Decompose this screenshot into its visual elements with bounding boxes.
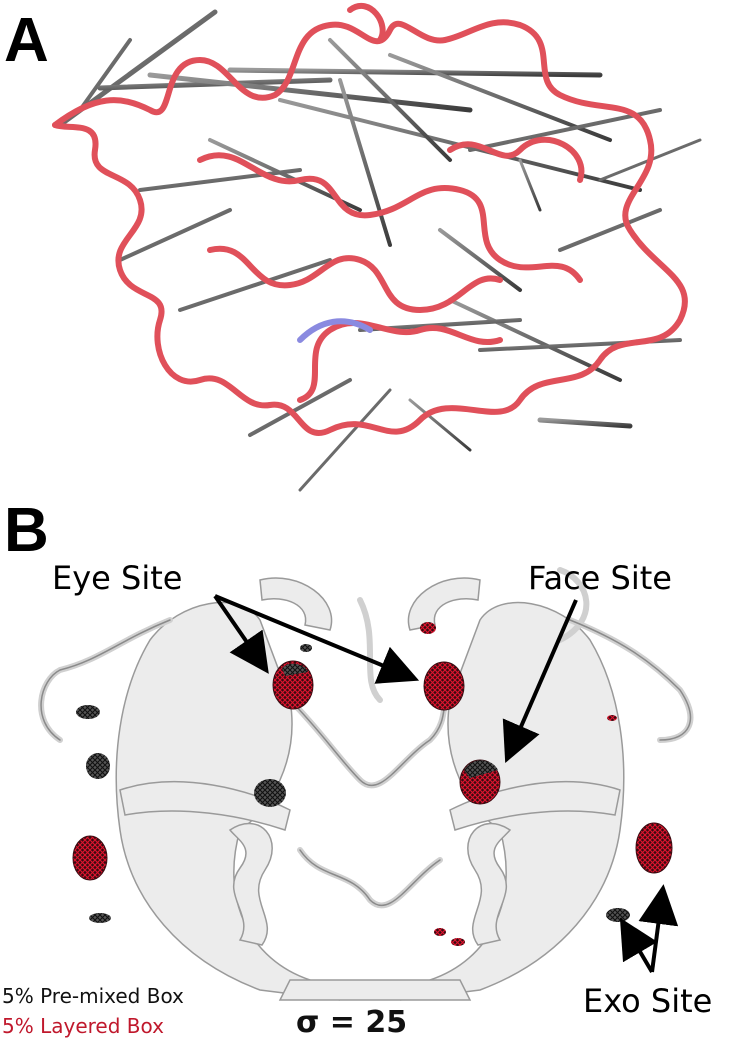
exo-arrow-left — [619, 917, 658, 974]
ribbon-outline-loops — [40, 619, 691, 907]
eye-site-mesh-left-premixed — [282, 663, 308, 676]
sigma-contour-level: σ = 25 — [296, 1005, 408, 1040]
legend-layered-box: 5% Layered Box — [2, 1014, 164, 1038]
panel-b-structure — [38, 567, 694, 1001]
exo-site-mesh-right — [635, 822, 673, 874]
mesh-left-upper — [76, 705, 100, 719]
blue-strand-segment — [297, 318, 373, 343]
face-arrow — [502, 599, 578, 764]
panel-b-letter: B — [4, 496, 49, 565]
exo-arrow-right — [638, 884, 679, 973]
mesh-right-upper — [607, 715, 617, 721]
eye-site-label: Eye Site — [52, 559, 183, 597]
mesh-bottom-center-2 — [451, 938, 465, 946]
eye-arrow-right — [214, 594, 420, 684]
mesh-top-small — [300, 644, 312, 652]
mode-vector-cones — [57, 9, 702, 492]
mesh-bottom-center-1 — [434, 928, 446, 936]
face-site-mesh-premixed — [464, 760, 498, 778]
eye-site-mesh-left — [272, 660, 314, 710]
eye-site-mesh-right — [423, 661, 465, 711]
legend-premixed-box: 5% Pre-mixed Box — [2, 984, 184, 1008]
face-site-label: Face Site — [528, 559, 672, 597]
eye-arrow-left — [213, 594, 269, 674]
mesh-bottom-left — [89, 913, 111, 923]
mesh-left-lower — [72, 835, 108, 881]
density-meshes — [72, 622, 673, 946]
panel-a-letter: A — [4, 6, 49, 75]
mesh-top-center — [420, 622, 436, 634]
site-arrows — [213, 594, 679, 974]
panel-a-structure — [52, 3, 702, 492]
mesh-center-left — [254, 779, 286, 807]
mesh-left-mid — [86, 753, 110, 779]
exo-site-label: Exo Site — [583, 982, 713, 1020]
exo-site-mesh-small — [606, 908, 630, 922]
